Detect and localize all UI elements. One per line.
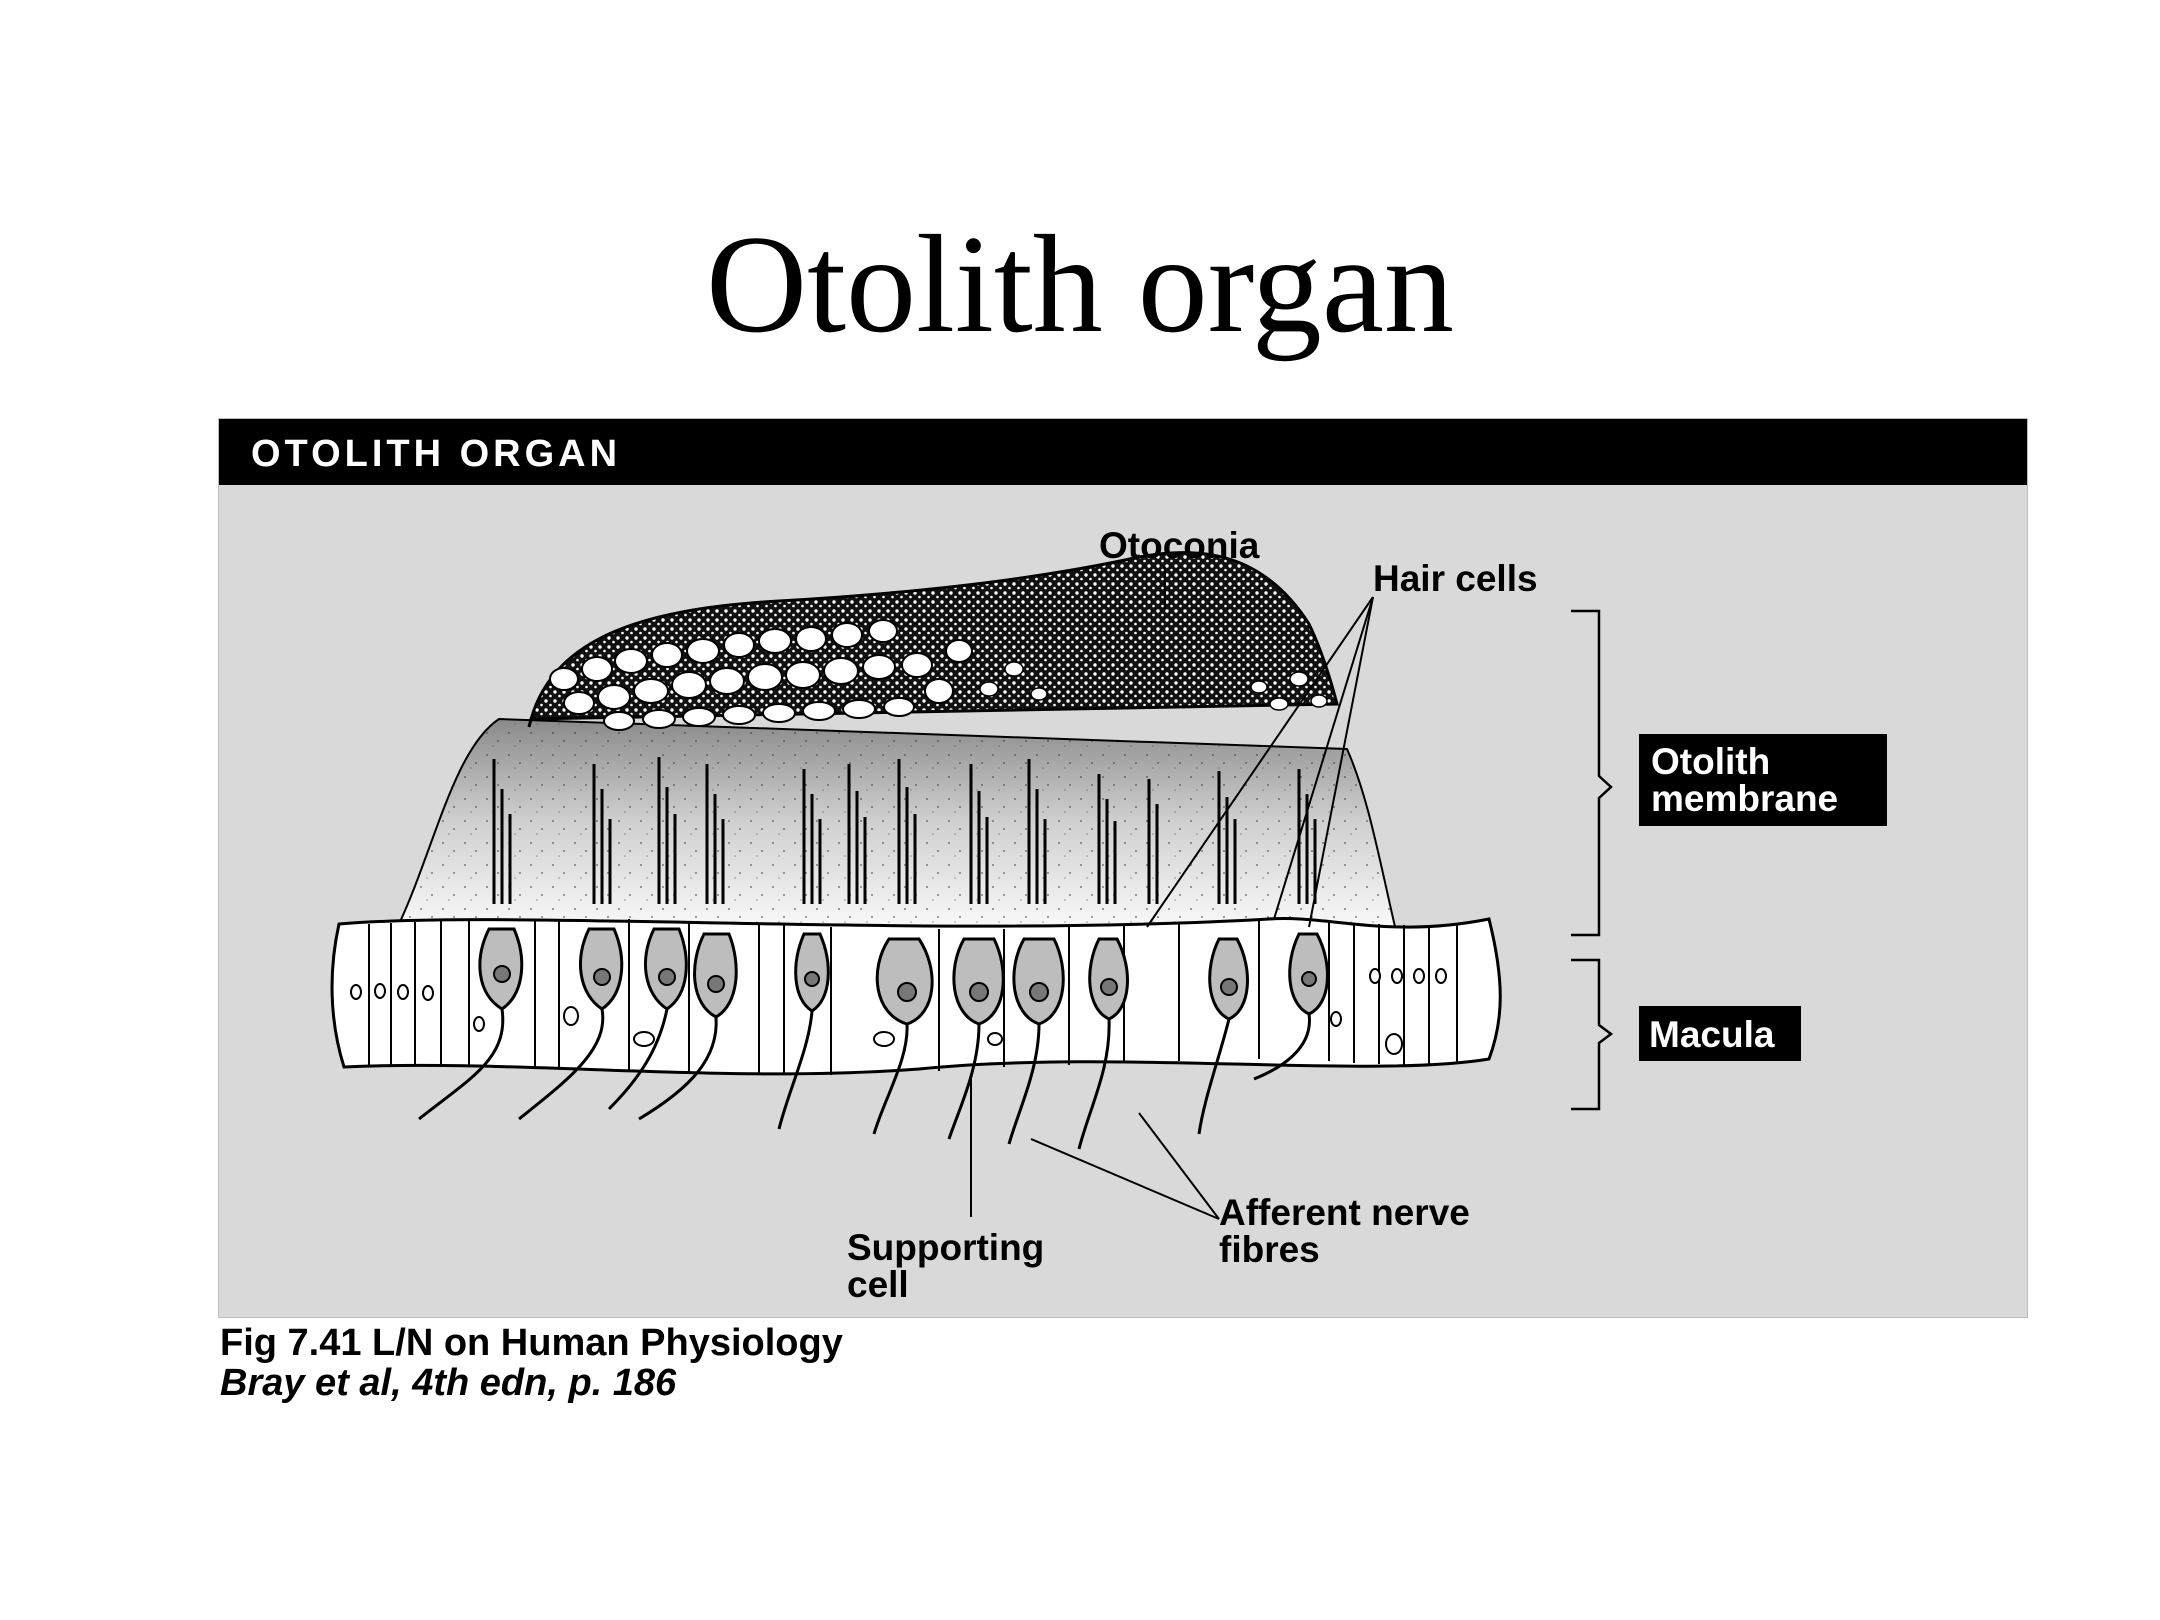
supporting-cell-columns	[368, 919, 1458, 1075]
label-macula: Macula	[1649, 1014, 1775, 1055]
hair-cell-nuclei	[493, 965, 1317, 1002]
supporting-cell-nuclei	[350, 968, 1447, 1055]
figure-panel: OTOLITH ORGAN	[218, 418, 2028, 1318]
label-afferent-line2: fibres	[1219, 1229, 1320, 1270]
figure-header-bar: OTOLITH ORGAN	[219, 419, 2027, 485]
otoconia-crystals-small	[979, 661, 1328, 711]
leader-lines	[970, 567, 1374, 1220]
label-otolith-membrane-line2: membrane	[1651, 778, 1838, 819]
label-supporting-cell-line1: Supporting	[847, 1227, 1044, 1268]
label-otoconia: Otoconia	[1099, 525, 1260, 566]
figure-caption-citation: Bray et al, 4th edn, p. 186	[220, 1362, 677, 1404]
macula-label-box	[1639, 1006, 1801, 1061]
figure-header-title: OTOLITH ORGAN	[251, 433, 622, 475]
otolith-membrane-bracket	[1571, 609, 1613, 937]
macula-bracket	[1571, 958, 1614, 1111]
otoconia-crystals-large	[549, 619, 973, 731]
otolith-membrane-label-box	[1639, 734, 1887, 826]
slide-title: Otolith organ	[706, 207, 1454, 362]
figure-caption-source: Fig 7.41 L/N on Human Physiology	[220, 1322, 843, 1364]
afferent-nerve-fibre-paths	[418, 1008, 1311, 1150]
otolith-organ-diagram: Otoconia Hair cells Otolith membrane Mac…	[330, 525, 1887, 1305]
label-otolith-membrane-line1: Otolith	[1651, 741, 1770, 782]
label-hair-cells: Hair cells	[1373, 558, 1538, 599]
label-supporting-cell-line2: cell	[847, 1264, 909, 1305]
label-afferent-line1: Afferent nerve	[1219, 1192, 1470, 1233]
hair-bundles	[492, 757, 1317, 904]
